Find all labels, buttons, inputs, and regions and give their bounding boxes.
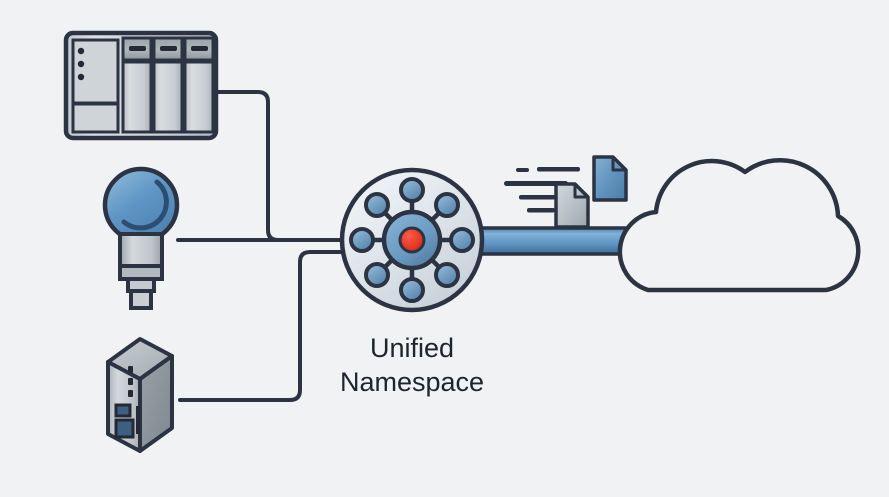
cloud-outline: [617, 157, 861, 293]
hub-node-n: [399, 177, 425, 203]
plc-module-1-slot: [129, 46, 146, 51]
document-icon-blue-page: [592, 155, 628, 202]
document-icon-gray-fold: [573, 184, 588, 199]
document-icon-blue-fold: [611, 157, 626, 172]
unified-namespace-hub: [339, 167, 485, 313]
hub-node-nw: [364, 192, 390, 218]
cloud: [617, 157, 861, 293]
plc-status-led-2: [77, 60, 85, 68]
plc-indicator-panel: [71, 38, 120, 105]
gauge-body-upper: [118, 232, 164, 268]
plc-module-2: [152, 36, 184, 134]
plc-status-led-1: [77, 47, 85, 55]
edge-gateway-device: [106, 337, 174, 453]
hub-node-ne: [434, 192, 460, 218]
plc-module-2-slot: [160, 46, 177, 51]
hub-label-line2: Namespace: [340, 367, 484, 397]
hub-node-s: [399, 277, 425, 303]
speed-line-2: [504, 181, 568, 186]
gauge-needle-arc: [121, 179, 169, 231]
plc-module-1: [121, 36, 153, 134]
plc-module-1-body: [121, 60, 153, 134]
hub-spoke-nodes: [349, 177, 475, 303]
gateway-led-1: [128, 366, 133, 373]
plc-module-3-body: [183, 60, 215, 134]
document-icon-gray-page: [554, 182, 590, 229]
hub-node-sw: [364, 262, 390, 288]
plc-rack: [63, 30, 219, 141]
connection-gateway-to-hub: [178, 250, 374, 402]
plc-module-3-slot: [191, 46, 208, 51]
connection-lines: [176, 90, 374, 402]
gateway-connector-bar: [136, 406, 140, 434]
document-icon-blue: [592, 155, 628, 202]
speed-line-4: [527, 208, 555, 213]
speed-line-3: [519, 195, 561, 200]
document-icon-gray: [554, 182, 590, 229]
plc-status-led-3: [77, 73, 85, 81]
gateway-led-2: [128, 378, 133, 385]
plc-module-3: [183, 36, 215, 134]
motion-speed-lines: [504, 167, 580, 213]
hub-label-line1: Unified: [370, 333, 454, 363]
gateway-led-3: [128, 390, 133, 397]
plc-module-2-body: [152, 60, 184, 134]
speed-line-1a: [516, 168, 529, 172]
hub-node-se: [434, 262, 460, 288]
gateway-port-2: [114, 418, 135, 439]
plc-lower-panel: [71, 102, 120, 134]
gauge-stem: [129, 289, 153, 310]
hub-node-w: [349, 227, 375, 253]
hub-center-indicator: [398, 226, 426, 254]
speed-line-1b: [537, 167, 580, 172]
gateway-port-1: [114, 403, 132, 418]
hub-node-e: [449, 227, 475, 253]
pressure-gauge-sensor: [102, 166, 180, 310]
